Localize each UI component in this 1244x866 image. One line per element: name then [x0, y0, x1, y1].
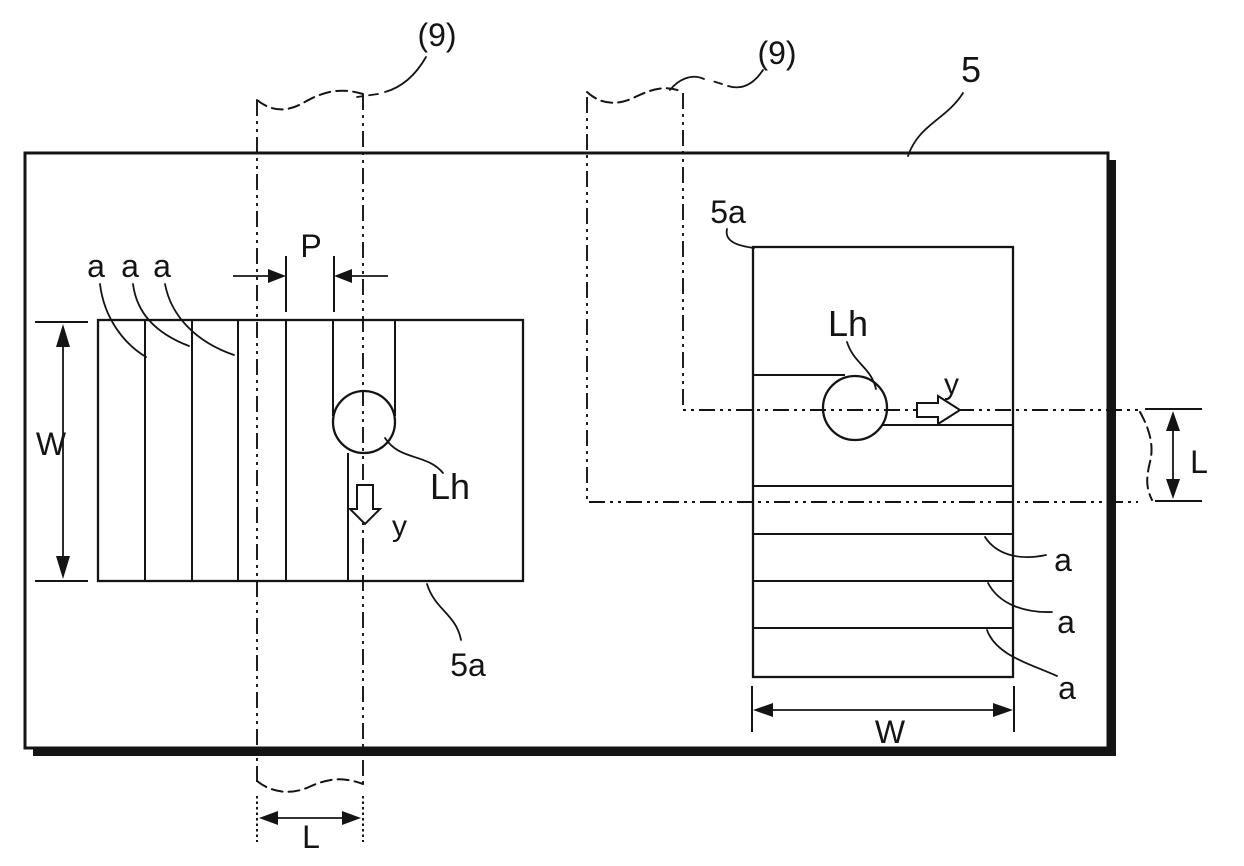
pattern-label-left: 5a — [450, 647, 486, 683]
leader-pattern-left — [426, 583, 462, 641]
leader-lines — [99, 56, 1058, 677]
leader-pattern-right — [725, 228, 755, 249]
tape-left-torn-edge-top — [256, 89, 364, 111]
tape-label-left: (9) — [417, 17, 456, 53]
length-label-bottom: L — [302, 819, 320, 855]
leader-a-left-1 — [99, 283, 147, 358]
hole-label-left: Lh — [430, 466, 470, 507]
stripe-label-left-1: a — [87, 248, 105, 284]
pitch-label: P — [300, 228, 321, 264]
tape-label-right: (9) — [757, 35, 796, 71]
leader-hole-left — [384, 437, 444, 474]
left-hole-circle — [331, 389, 397, 455]
length-right-arrowhead-top — [1166, 411, 1180, 431]
leader-tape-left — [384, 56, 427, 93]
length-dimension-right — [1145, 408, 1202, 502]
hole-label-right: Lh — [828, 303, 868, 344]
tape-right-outer-edge-line — [586, 97, 1138, 503]
length-label-right: L — [1190, 444, 1208, 480]
right-pattern-rect — [751, 245, 1015, 679]
pitch-dimension — [233, 256, 388, 312]
width-right-arrowhead-right — [993, 703, 1013, 717]
left-pattern-rect — [96, 318, 525, 583]
down-direction-arrow-icon — [347, 484, 383, 526]
tape-right-torn-edge-top — [586, 87, 684, 104]
leader-a-right-2 — [987, 582, 1053, 613]
stripe-label-left-3: a — [153, 248, 171, 284]
leader-tape-right-b — [669, 75, 705, 91]
length-bottom-arrowhead-left — [259, 811, 278, 825]
width-dimension-right — [751, 686, 1015, 732]
leader-a-right-1 — [984, 536, 1047, 559]
pattern-label-right: 5a — [710, 194, 746, 230]
labels: (9) (9) 5 a a a P W L Lh y 5a 5a Lh y a … — [36, 17, 1208, 855]
board-label: 5 — [961, 49, 981, 90]
tape-centerlines-left — [256, 89, 364, 793]
left-pattern-region — [96, 318, 525, 583]
leader-a-left-3 — [164, 283, 235, 356]
length-dimension-bottom — [256, 796, 364, 842]
leader-a-right-3 — [986, 629, 1058, 677]
tape-right-inner-edge-line — [682, 93, 1140, 411]
pitch-arrowhead-left — [268, 269, 286, 283]
tape-right-torn-edge-right — [1139, 411, 1153, 501]
leader-a-left-2 — [132, 283, 190, 347]
width-dimension-left — [35, 321, 88, 582]
leader-tape-left-dash — [356, 93, 379, 98]
length-bottom-arrowhead-right — [342, 811, 361, 825]
stripe-label-left-2: a — [121, 248, 139, 284]
width-left-arrowhead-top — [56, 324, 70, 347]
right-hole-circle — [821, 374, 889, 442]
stripe-label-right-2: a — [1057, 604, 1075, 640]
right-pattern-region — [751, 245, 1015, 679]
width-label-right: W — [875, 714, 906, 750]
width-left-arrowhead-bottom — [56, 556, 70, 579]
stripe-label-right-3: a — [1058, 670, 1076, 706]
leader-tape-right-dash — [708, 79, 723, 85]
board-shadow-right — [1108, 160, 1116, 756]
length-right-arrowhead-bottom — [1166, 479, 1180, 499]
leader-hole-right — [846, 341, 877, 390]
leader-tape-right-a — [727, 69, 764, 89]
width-right-arrowhead-left — [753, 703, 773, 717]
pitch-arrowhead-right — [334, 269, 352, 283]
tape-left-torn-edge-bottom — [256, 778, 364, 793]
board-shadow-bottom — [33, 748, 1116, 756]
leader-board — [907, 92, 964, 157]
direction-label-left: y — [392, 510, 407, 543]
tape-centerlines-right — [586, 87, 1153, 503]
stripe-label-right-1: a — [1054, 542, 1072, 578]
right-direction-arrow-icon — [916, 394, 962, 426]
width-label-left: W — [36, 426, 67, 462]
direction-label-right: y — [944, 368, 959, 401]
